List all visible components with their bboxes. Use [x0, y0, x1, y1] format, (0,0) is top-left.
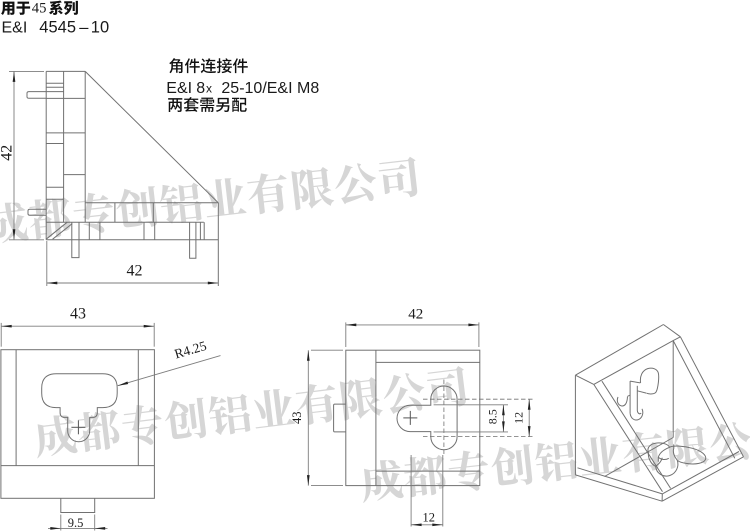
svg-text:12: 12 — [423, 510, 436, 524]
svg-text:4545: 4545 — [39, 19, 76, 37]
svg-text:25-10/E&I M8: 25-10/E&I M8 — [221, 80, 319, 97]
svg-text:42: 42 — [0, 145, 16, 161]
svg-text:12: 12 — [511, 412, 525, 424]
svg-text:8: 8 — [196, 80, 205, 97]
svg-text:45: 45 — [32, 1, 47, 17]
svg-text:E&I: E&I — [166, 80, 192, 97]
svg-text:42: 42 — [408, 306, 423, 322]
svg-text:x: x — [206, 82, 212, 96]
svg-text:43: 43 — [70, 306, 86, 323]
svg-text:42: 42 — [127, 262, 143, 279]
svg-text:43: 43 — [290, 412, 304, 425]
svg-text:9.5: 9.5 — [68, 516, 84, 530]
svg-text:–: – — [79, 19, 89, 37]
svg-text:E&I: E&I — [2, 20, 28, 37]
svg-text:10: 10 — [91, 19, 109, 37]
svg-text:8.5: 8.5 — [486, 409, 500, 424]
